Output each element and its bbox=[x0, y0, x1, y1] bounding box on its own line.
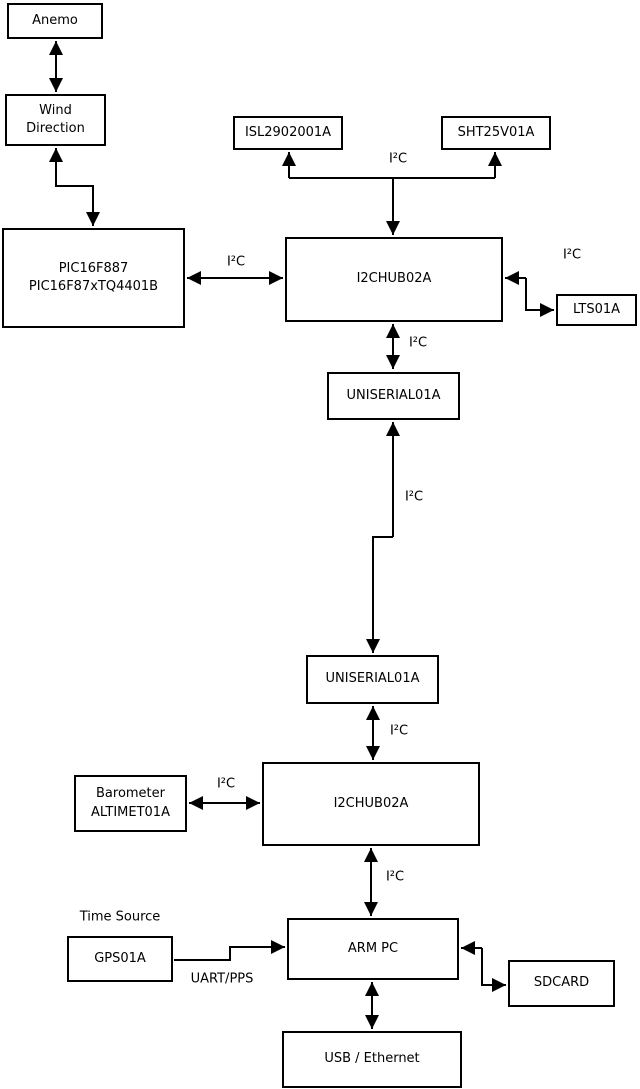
node-wind-direction: Wind Direction bbox=[5, 94, 106, 146]
node-anemo: Anemo bbox=[7, 3, 103, 39]
label-i2c-barometer: I²C bbox=[215, 776, 237, 792]
edge-arm-pc-sdcard bbox=[461, 941, 506, 992]
node-sht25v01a: SHT25V01A bbox=[441, 116, 551, 150]
node-pic16f887: PIC16F887 PIC16F87xTQ4401B bbox=[2, 228, 185, 328]
node-gps01a: GPS01A bbox=[67, 936, 173, 982]
edge-wind-direction-pic bbox=[49, 148, 100, 226]
label-i2c-lts: I²C bbox=[561, 247, 583, 263]
label-i2c-pic-hub: I²C bbox=[225, 254, 247, 270]
edge-gps-arm-pc bbox=[174, 940, 285, 961]
edge-i2c-hub-top-lts bbox=[505, 271, 554, 317]
label-uart-pps: UART/PPS bbox=[189, 971, 255, 987]
node-barometer-altimet01a: Barometer ALTIMET01A bbox=[74, 775, 187, 832]
edge-i2c-hub-top-sensors bbox=[282, 152, 502, 235]
label-i2c-uniserial-link: I²C bbox=[403, 489, 425, 505]
node-usb-ethernet: USB / Ethernet bbox=[282, 1031, 462, 1088]
node-i2chub02a-bottom: I2CHUB02A bbox=[262, 762, 480, 846]
node-uniserial01a-bottom: UNISERIAL01A bbox=[306, 655, 439, 704]
node-uniserial01a-top: UNISERIAL01A bbox=[327, 372, 460, 420]
label-time-source: Time Source bbox=[78, 909, 162, 925]
label-i2c-top-branch: I²C bbox=[387, 151, 409, 167]
node-i2chub02a-top: I2CHUB02A bbox=[285, 237, 503, 322]
label-i2c-hub-arm: I²C bbox=[384, 869, 406, 885]
label-i2c-hub-uniserial-top: I²C bbox=[407, 335, 429, 351]
node-lts01a: LTS01A bbox=[556, 294, 637, 326]
node-isl2902001a: ISL2902001A bbox=[233, 116, 343, 150]
node-arm-pc: ARM PC bbox=[287, 918, 459, 980]
label-i2c-uniserial-hub-bottom: I²C bbox=[388, 723, 410, 739]
node-sdcard: SDCARD bbox=[508, 960, 615, 1007]
edge-uniserial-top-uniserial-bottom bbox=[366, 422, 400, 653]
